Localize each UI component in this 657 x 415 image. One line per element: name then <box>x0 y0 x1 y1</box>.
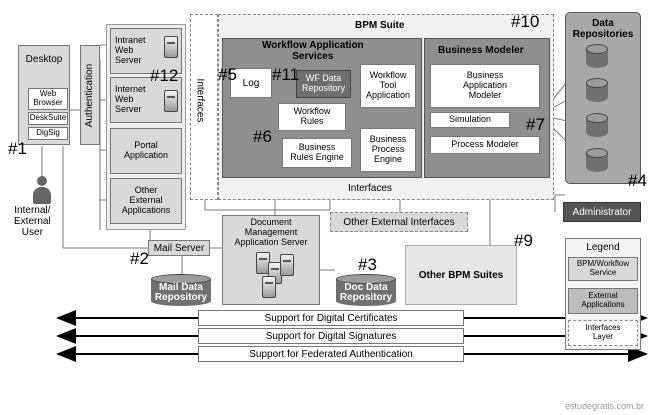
mail-data-repository: Mail Data Repository <box>151 274 211 306</box>
mail-server-box: Mail Server <box>148 240 210 256</box>
intranet-web-server-label: Intranet Web Server <box>115 35 146 65</box>
tag-2: #2 <box>130 249 149 268</box>
tag-7: #7 <box>526 115 545 134</box>
other-external-applications: Other External Applications <box>110 178 182 224</box>
doc-data-repository: Doc Data Repository <box>336 274 396 306</box>
business-modeler-title: Business Modeler <box>438 45 524 56</box>
business-process-engine: Business Process Engine <box>360 128 416 172</box>
doc-data-repository-label: Doc Data Repository <box>339 281 393 303</box>
tag-4: #4 <box>628 171 647 190</box>
legend-interfaces-layer: Interfaces Layer <box>568 320 638 346</box>
tag-6: #6 <box>253 127 272 146</box>
database-icon <box>586 113 608 137</box>
workflow-rules: Workflow Rules <box>278 103 346 131</box>
legend-external-applications: External Applications <box>568 288 638 314</box>
user-label: Internal/ External User <box>14 205 51 238</box>
intranet-server-icon <box>164 36 178 58</box>
business-application-modeler: Business Application Modeler <box>430 64 540 108</box>
desksuite-box: DeskSuite <box>28 112 68 125</box>
web-browser-box: Web Browser <box>28 88 68 110</box>
internet-server-icon <box>164 90 178 112</box>
simulation-box: Simulation <box>430 112 510 128</box>
tag-12: #12 <box>150 66 179 85</box>
database-icon <box>586 148 608 172</box>
interfaces-vertical-layer <box>190 14 218 200</box>
desktop-title: Desktop <box>25 54 63 65</box>
internet-web-server-label: Internet Web Server <box>115 84 146 114</box>
authentication-bar: Authentication <box>80 45 100 145</box>
data-repositories-title: Data Repositories <box>572 18 634 40</box>
database-icon <box>586 78 608 102</box>
tag-1: #1 <box>8 139 27 158</box>
support-federated-authentication: Support for Federated Authentication <box>198 346 464 362</box>
tag-11: #11 <box>272 65 300 84</box>
other-bpm-suites: Other BPM Suites <box>405 245 517 305</box>
intranet-web-server: Intranet Web Server <box>110 28 182 74</box>
tag-3: #3 <box>358 255 377 274</box>
bpm-suite-title: BPM Suite <box>355 20 405 31</box>
document-management-server: Document Management Application Server <box>222 215 320 305</box>
mail-data-repository-label: Mail Data Repository <box>154 281 208 303</box>
user-icon <box>33 176 51 204</box>
administrator-box: Administrator <box>563 202 641 222</box>
workflow-services-title: Workflow Application Services <box>262 40 364 62</box>
doc-server-icon <box>262 276 276 298</box>
authentication-label: Authentication <box>84 63 96 127</box>
interfaces-vertical-label: Interfaces <box>194 78 206 123</box>
business-rules-engine: Business Rules Engine <box>282 138 352 168</box>
wf-data-repository: WF Data Repository <box>296 70 351 98</box>
portal-application: Portal Application <box>110 128 182 174</box>
process-modeler: Process Modeler <box>430 136 540 154</box>
legend-bpm-workflow-service: BPM/Workflow Service <box>568 257 638 281</box>
workflow-tool-application: Workflow Tool Application <box>360 64 416 108</box>
tag-9: #9 <box>514 231 533 250</box>
log-box: Log <box>230 68 272 98</box>
support-digital-certificates: Support for Digital Certificates <box>198 310 464 326</box>
digsig-box: DigSig <box>28 127 68 140</box>
doc-server-icon <box>280 254 294 276</box>
support-digital-signatures: Support for Digital Signatures <box>198 328 464 344</box>
document-management-label: Document Management Application Server <box>234 217 308 247</box>
business-modeler-panel <box>424 38 550 178</box>
watermark: estudegratis.com.br <box>565 401 645 411</box>
other-external-interfaces: Other External Interfaces <box>330 212 468 232</box>
legend-title: Legend <box>586 242 620 253</box>
tag-10: #10 <box>511 12 540 31</box>
tag-5: #5 <box>218 65 237 84</box>
bpm-interfaces-label: Interfaces <box>348 183 392 194</box>
database-icon <box>586 44 608 68</box>
